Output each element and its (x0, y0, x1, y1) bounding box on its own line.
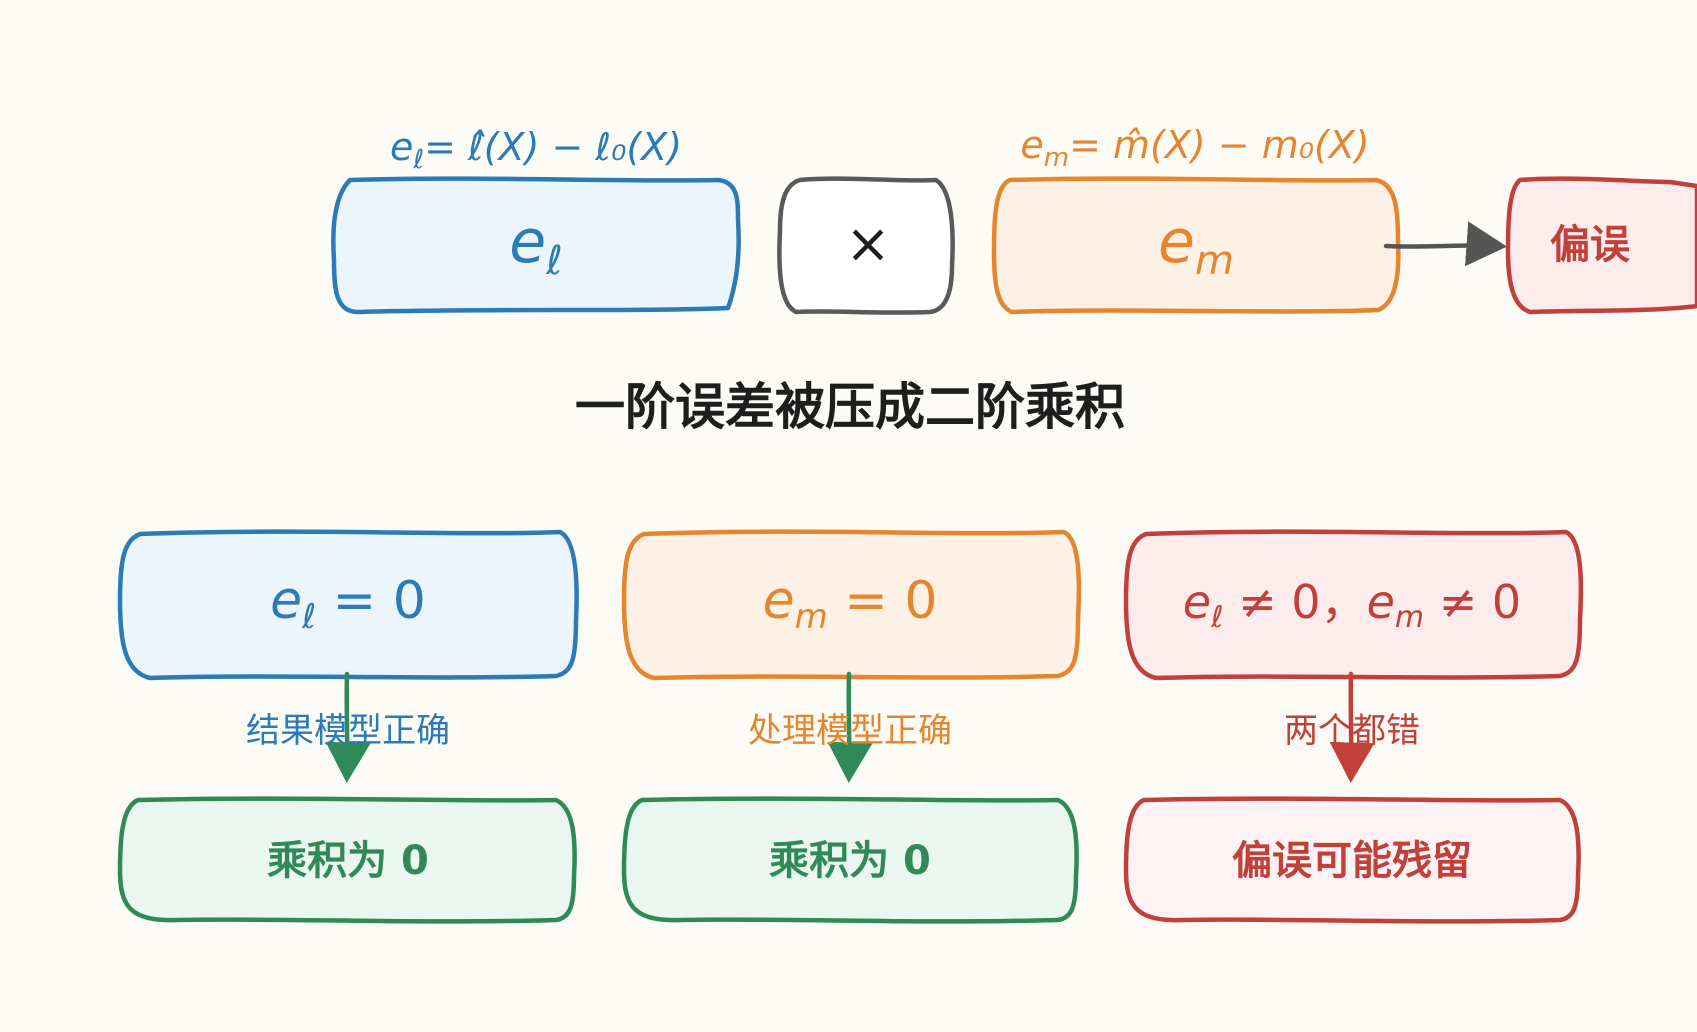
svg-text:eℓ: eℓ (509, 207, 562, 284)
case-both-result-label: 偏误可能残留 (1232, 838, 1472, 884)
case-em-result-label: 乘积为 0 (769, 838, 931, 884)
case-el-result-box: 乘积为 0 (117, 796, 577, 924)
case-em-arrow-label: 处理模型正确 (748, 711, 952, 751)
arrow-to-bias (1383, 221, 1507, 267)
el-definition-formula: eℓ= ℓ̂(X) − ℓ₀(X) (390, 125, 682, 175)
bias-label: 偏误 (1550, 222, 1630, 268)
case-em-arrow (827, 671, 873, 783)
case-em-zero-box: em = 0 (621, 529, 1082, 681)
el-error-box: eℓ (331, 176, 741, 315)
case-el-zero-box: eℓ = 0 (117, 529, 579, 681)
case-el-arrow (325, 671, 371, 783)
multiply-box: × (777, 176, 955, 315)
case-em-result-box: 乘积为 0 (621, 796, 1079, 924)
case-both-result-box: 偏误可能残留 (1123, 796, 1581, 924)
svg-text:em: em (1158, 207, 1234, 284)
case-both-arrow-label: 两个都错 (1284, 711, 1420, 751)
svg-text:eℓ ≠ 0，em ≠ 0: eℓ ≠ 0，em ≠ 0 (1183, 575, 1521, 635)
page-title: 一阶误差被压成二阶乘积 (575, 378, 1125, 436)
em-error-box: em (991, 176, 1401, 315)
svg-text:em = 0: em = 0 (763, 571, 938, 637)
case-el-arrow-label: 结果模型正确 (246, 711, 450, 751)
case-el-result-label: 乘积为 0 (267, 838, 429, 884)
case-both-wrong-box: eℓ ≠ 0，em ≠ 0 (1123, 529, 1584, 681)
bias-box: 偏误 (1505, 176, 1697, 315)
multiply-symbol: × (845, 212, 890, 275)
svg-text:eℓ = 0: eℓ = 0 (270, 571, 426, 637)
case-both-arrow (1329, 671, 1375, 783)
em-definition-formula: em= m̂(X) − m₀(X) (1020, 123, 1369, 173)
